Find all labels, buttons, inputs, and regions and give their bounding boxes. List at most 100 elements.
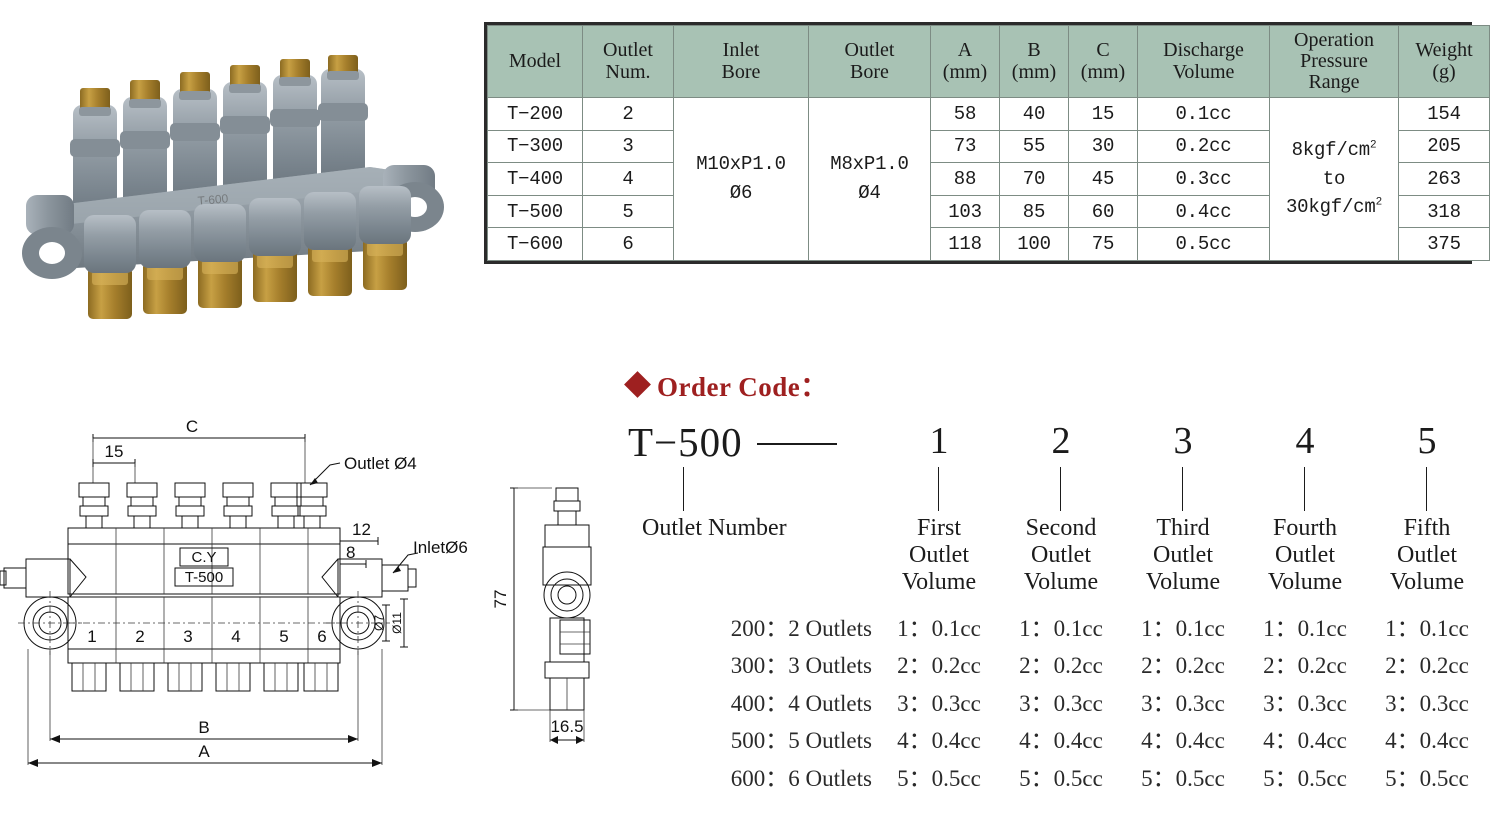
dimension-c: C	[92, 417, 306, 483]
order-header-outlet-number: Outlet Number	[642, 515, 787, 541]
dim-b-label: B	[198, 718, 209, 737]
dim-16-5-label: 16.5	[550, 717, 583, 736]
order-code-options-row: 200：2 Outlets 300：3 Outlets 400：4 Outlet…	[628, 610, 1491, 797]
list-item: 400：4 Outlets	[730, 690, 872, 716]
dim-15-label: 15	[105, 442, 124, 461]
list-item: 1：0.1cc	[1019, 615, 1103, 641]
photo-front-valves	[84, 186, 411, 273]
list-item: 2：0.2cc	[1263, 653, 1347, 679]
list-item: 3：0.3cc	[1019, 690, 1103, 716]
cell-model: T−600	[487, 227, 583, 261]
callout-inlet-label: InletØ6	[413, 538, 468, 557]
outlet-index-1: 1	[87, 627, 96, 646]
cell-discharge-volume: 0.5cc	[1137, 227, 1270, 261]
list-item: 4：0.4cc	[1019, 728, 1103, 754]
list-item: 3：0.3cc	[1141, 690, 1225, 716]
dimension-dia7: Ø7	[372, 604, 390, 642]
callout-inlet-diameter: InletØ6	[392, 538, 468, 574]
cell-discharge-volume: 0.2cc	[1137, 129, 1270, 164]
cell-discharge-volume: 0.1cc	[1137, 97, 1270, 131]
cell-model: T−400	[487, 162, 583, 196]
dimension-b: B	[49, 649, 359, 743]
technical-drawing-side-view: 77	[470, 460, 650, 760]
dimension-15: 15	[92, 442, 136, 483]
callout-outlet-diameter: Outlet Ø4	[309, 454, 417, 486]
cell-b: 100	[999, 227, 1069, 261]
dim-c-label: C	[186, 417, 198, 436]
callout-outlet-label: Outlet Ø4	[344, 454, 417, 473]
order-options-second-outlet-volume: 1：0.1cc 2：0.2cc 3：0.3cc 4：0.4cc 5：0.5cc	[1000, 610, 1122, 797]
list-item: 600：6 Outlets	[730, 765, 872, 791]
order-code-dash	[756, 443, 837, 446]
photo-rear-valves	[70, 55, 368, 223]
cell-a: 73	[930, 129, 1000, 164]
dimension-77: 77	[491, 487, 570, 711]
drawing-manifold-upper	[67, 527, 341, 595]
technical-drawing-front-view: C 15 Outlet Ø4	[0, 405, 470, 795]
col-header-weight: Weight(g)	[1398, 25, 1490, 98]
order-code-heading-label: Order Code：	[657, 372, 828, 402]
dim-77-label: 77	[491, 590, 510, 609]
cell-inlet-bore: M10xP1.0 Ø6	[673, 97, 809, 261]
drawing-outlet-indices: 1 2 3 4 5 6	[87, 627, 326, 646]
cell-discharge-volume: 0.4cc	[1137, 194, 1270, 229]
order-code-model-label: T−500	[628, 419, 743, 465]
col-header-model: Model	[487, 25, 583, 98]
dimension-a: A	[27, 649, 383, 767]
cell-a: 88	[930, 162, 1000, 196]
cell-b: 40	[999, 97, 1069, 131]
cell-discharge-volume: 0.3cc	[1137, 162, 1270, 196]
order-options-outlet-number: 200：2 Outlets 300：3 Outlets 400：4 Outlet…	[628, 610, 878, 797]
dim-a-label: A	[198, 742, 210, 761]
cell-outlet-num: 4	[582, 162, 674, 196]
cell-weight: 263	[1398, 162, 1490, 196]
pressure-max-exponent: 2	[1375, 196, 1383, 209]
cell-a: 118	[930, 227, 1000, 261]
table-row: T−600 6 118 100 75 0.5cc 375	[487, 227, 1490, 261]
order-options-fifth-outlet-volume: 1：0.1cc 2：0.2cc 3：0.3cc 4：0.4cc 5：0.5cc	[1366, 610, 1488, 797]
cell-weight: 375	[1398, 227, 1490, 261]
cell-b: 55	[999, 129, 1069, 164]
outlet-index-6: 6	[317, 627, 326, 646]
outlet-index-3: 3	[183, 627, 192, 646]
list-item: 2：0.2cc	[1385, 653, 1469, 679]
plate-brand-label: C.Y	[191, 549, 216, 566]
list-item: 4：0.4cc	[1385, 728, 1469, 754]
cell-weight: 205	[1398, 129, 1490, 164]
drawing-left-end-block	[0, 558, 87, 655]
cell-a: 103	[930, 194, 1000, 229]
product-photo: T-600	[18, 55, 448, 360]
list-item: 3：0.3cc	[897, 690, 981, 716]
list-item: 1：0.1cc	[1385, 615, 1469, 641]
list-item: 4：0.4cc	[1141, 728, 1225, 754]
drawing-outlet-fittings	[78, 482, 328, 529]
list-item: 4：0.4cc	[897, 728, 981, 754]
order-options-first-outlet-volume: 1：0.1cc 2：0.2cc 3：0.3cc 4：0.4cc 5：0.5cc	[878, 610, 1000, 797]
list-item: 5：0.5cc	[1385, 765, 1469, 791]
list-item: 3：0.3cc	[1385, 690, 1469, 716]
cell-b: 70	[999, 162, 1069, 196]
cell-c: 60	[1068, 194, 1138, 229]
cell-c: 15	[1068, 97, 1138, 131]
dimension-8: 8	[339, 543, 367, 568]
col-header-c: C(mm)	[1068, 25, 1138, 98]
drawing-side-profile	[542, 487, 592, 711]
cell-model: T−300	[487, 129, 583, 164]
order-code-position-2: 2	[1051, 420, 1071, 462]
leader-stem-1	[878, 463, 1000, 515]
list-item: 300：3 Outlets	[730, 653, 872, 679]
list-item: 2：0.2cc	[1019, 653, 1103, 679]
drawing-bottom-stubs	[71, 662, 339, 692]
list-item: 2：0.2cc	[897, 653, 981, 679]
order-options-third-outlet-volume: 1：0.1cc 2：0.2cc 3：0.3cc 4：0.4cc 5：0.5cc	[1122, 610, 1244, 797]
